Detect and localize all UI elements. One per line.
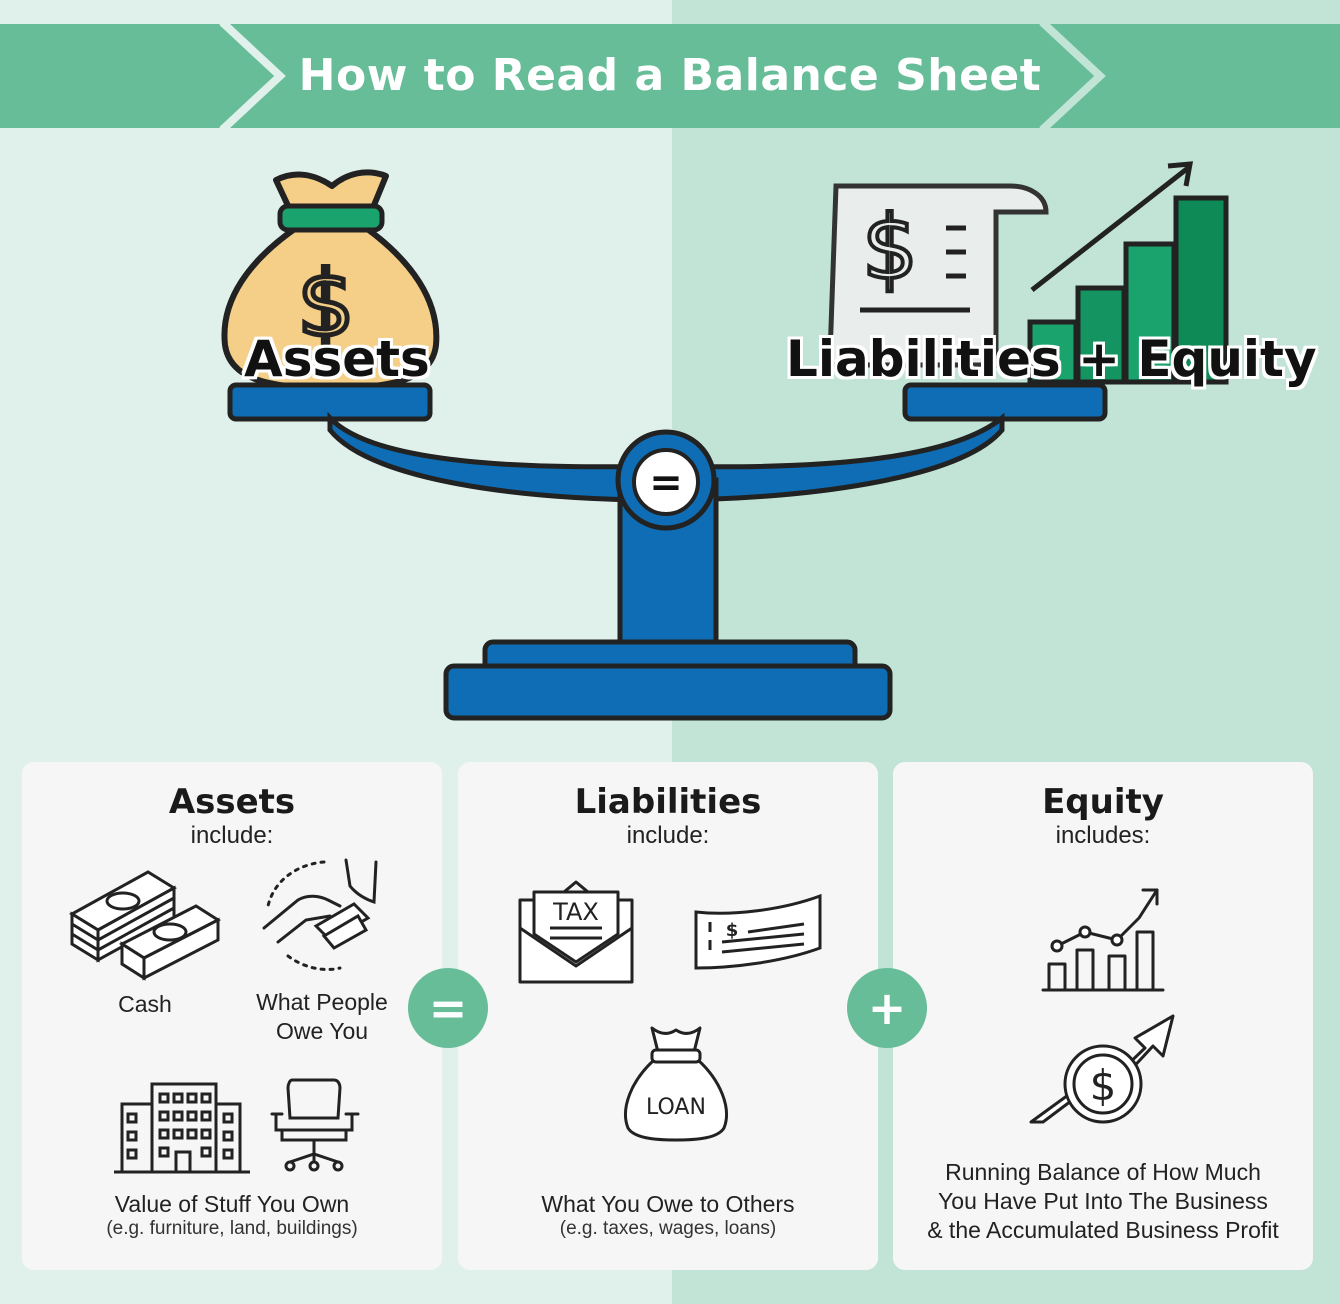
cash-label: Cash: [118, 991, 172, 1017]
equity-caption-line1: Running Balance of How Much: [945, 1159, 1261, 1185]
liabilities-card-subtitle: include:: [626, 822, 710, 849]
receivables-label-line2: Owe You: [275, 1018, 369, 1044]
equity-card-subtitle: includes:: [1055, 822, 1151, 849]
growth-bars-icon: [1027, 161, 1229, 385]
tax-envelope-icon: TAX: [518, 880, 634, 984]
equity-caption-line2: You Have Put Into The Business: [938, 1188, 1268, 1214]
title-banner: How to Read a Balance Sheet: [0, 24, 1340, 128]
assets-card: Assets include: Cash: [22, 762, 442, 1270]
building-icon: [114, 1082, 250, 1174]
stuff-you-own-label: Value of Stuff You Own: [114, 1191, 350, 1217]
loan-bag-icon: LOAN: [624, 1026, 728, 1142]
equity-card: Equity includes: $ Running Balance of: [893, 762, 1313, 1270]
bag-dollar-sign: $: [297, 252, 354, 357]
receivables-label-line1: What People: [256, 989, 388, 1015]
growth-chart-icon: [1041, 888, 1165, 992]
equity-card-title: Equity: [1042, 782, 1164, 822]
check-dollar-text: $: [726, 920, 739, 941]
balance-scale-illustration: $ $ =: [221, 161, 1229, 721]
liabilities-note: (e.g. taxes, wages, loans): [559, 1218, 777, 1239]
tax-text: TAX: [552, 898, 599, 926]
liabilities-caption: What You Owe to Others: [541, 1191, 795, 1217]
liabilities-card: Liabilities include: TAX $: [458, 762, 878, 1270]
loan-text: LOAN: [646, 1095, 706, 1120]
coin-dollar-text: $: [1090, 1061, 1117, 1110]
scale-equals-sign: =: [649, 460, 683, 506]
office-chair-icon: [270, 1078, 360, 1172]
document-icon: $: [827, 183, 1049, 368]
cash-icon: [69, 870, 222, 981]
scale-left-label: Assets: [244, 330, 430, 388]
check-icon: $: [694, 893, 822, 970]
assets-card-subtitle: include:: [190, 822, 274, 849]
assets-card-title: Assets: [168, 782, 296, 822]
svg-text:$: $: [862, 196, 918, 299]
equity-caption-line3: & the Accumulated Business Profit: [927, 1217, 1279, 1243]
liabilities-card-title: Liabilities: [574, 782, 762, 822]
scale-right-label: Liabilities + Equity: [786, 330, 1317, 388]
banner-arrows: [0, 24, 1340, 128]
coin-growth-icon: $: [1029, 1014, 1175, 1124]
receivables-hands-icon: [262, 858, 378, 971]
equals-operator: =: [408, 968, 488, 1048]
page-title: How to Read a Balance Sheet: [298, 50, 1042, 101]
plus-operator: +: [847, 968, 927, 1048]
stuff-you-own-note: (e.g. furniture, land, buildings): [106, 1218, 358, 1239]
